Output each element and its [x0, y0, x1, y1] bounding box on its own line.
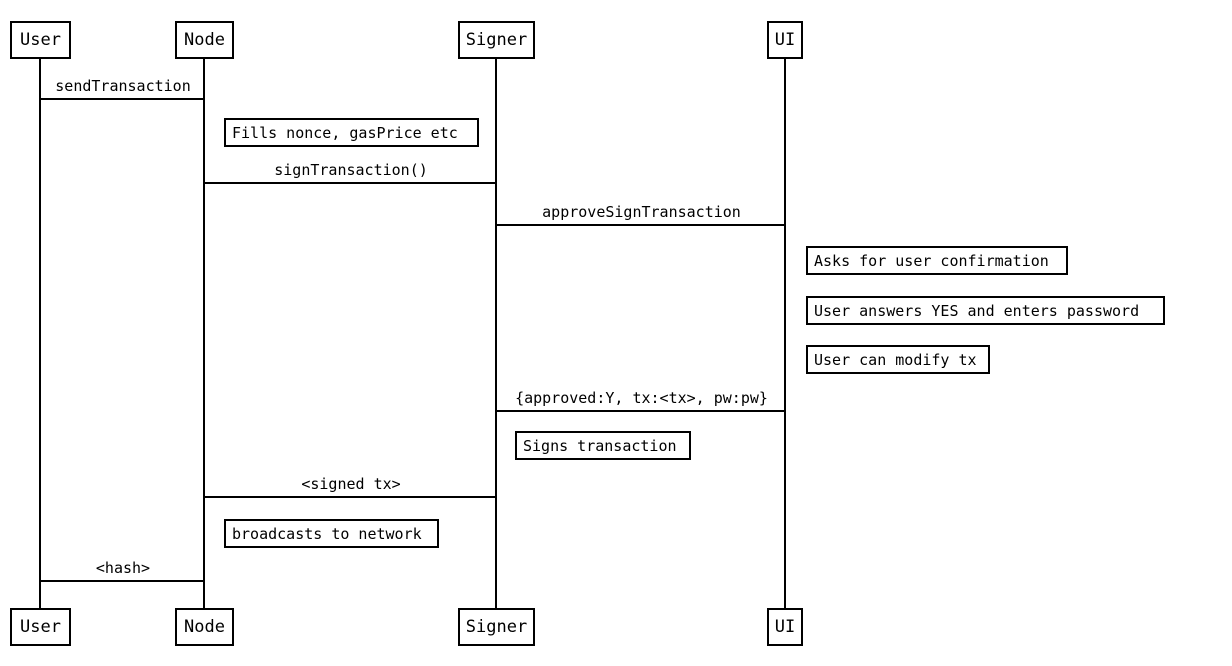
note-box-5[interactable]: broadcasts to network [224, 519, 439, 548]
message-line-1 [205, 182, 497, 184]
message-label-2: approveSignTransaction [542, 203, 741, 221]
lifeline-ui [784, 59, 786, 608]
lifeline-user [39, 59, 41, 608]
participant-header-ui[interactable]: UI [767, 21, 803, 59]
participant-footer-signer[interactable]: Signer [458, 608, 535, 646]
message-line-5 [41, 580, 205, 582]
participant-footer-node[interactable]: Node [175, 608, 234, 646]
participant-footer-ui[interactable]: UI [767, 608, 803, 646]
message-label-5: <hash> [95, 559, 151, 577]
note-box-0[interactable]: Fills nonce, gasPrice etc [224, 118, 479, 147]
lifeline-signer [495, 59, 497, 608]
message-line-2 [497, 224, 786, 226]
message-label-3: {approved:Y, tx:<tx>, pw:pw} [515, 389, 768, 407]
note-text-0: Fills nonce, gasPrice etc [232, 124, 458, 142]
note-box-4[interactable]: Signs transaction [515, 431, 691, 460]
participant-header-node[interactable]: Node [175, 21, 234, 59]
note-box-2[interactable]: User answers YES and enters password [806, 296, 1165, 325]
participant-header-user[interactable]: User [10, 21, 71, 59]
note-text-5: broadcasts to network [232, 525, 422, 543]
note-box-1[interactable]: Asks for user confirmation [806, 246, 1068, 275]
message-label-4: <signed tx> [301, 475, 401, 493]
message-line-0 [41, 98, 205, 100]
note-text-1: Asks for user confirmation [814, 252, 1049, 270]
note-text-4: Signs transaction [523, 437, 677, 455]
lifeline-node [203, 59, 205, 608]
participant-header-signer[interactable]: Signer [458, 21, 535, 59]
message-label-1: signTransaction() [274, 161, 428, 179]
note-box-3[interactable]: User can modify tx [806, 345, 990, 374]
message-label-0: sendTransaction [55, 77, 191, 95]
note-text-2: User answers YES and enters password [814, 302, 1140, 320]
message-line-3 [497, 410, 786, 412]
message-line-4 [205, 496, 497, 498]
participant-footer-user[interactable]: User [10, 608, 71, 646]
note-text-3: User can modify tx [814, 351, 977, 369]
